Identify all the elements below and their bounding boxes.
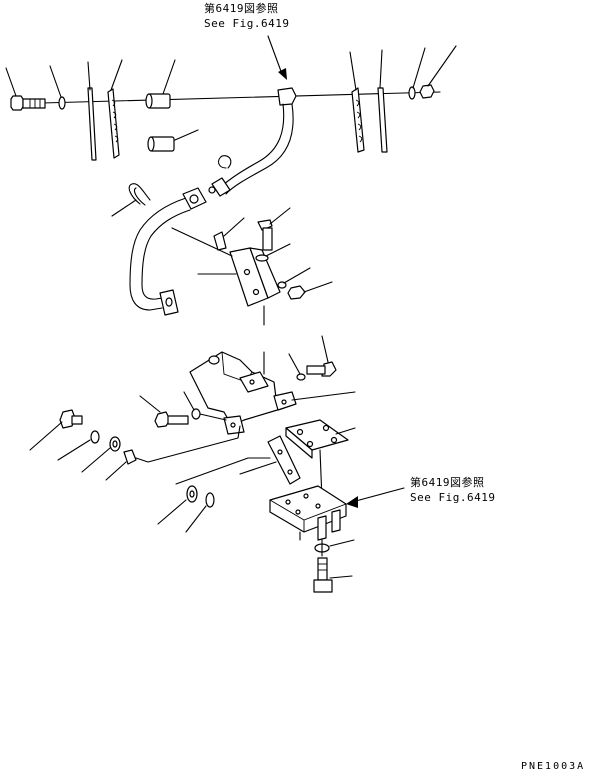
bolt-mid: [257, 219, 273, 251]
nut-mid: [287, 285, 306, 300]
plate-top-2: [107, 88, 120, 159]
ref-mid-jp: 第6419図参照: [410, 476, 485, 489]
plate-top-4: [377, 87, 388, 153]
bolt-lower-left: [139, 391, 227, 428]
leader-bracket-right: [291, 391, 356, 401]
small-bracket: [239, 435, 301, 485]
clip-mid: [213, 231, 227, 251]
pipe-assembly: [128, 183, 207, 316]
bottom-bracket: [269, 485, 347, 541]
drawing-code: PNE1003A: [521, 761, 586, 772]
bolt-lower-right: [288, 335, 337, 381]
hose-clip: [217, 155, 232, 169]
plate-top-3: [351, 87, 365, 153]
leader-ubolt: [111, 199, 137, 217]
washer-bottom: [314, 539, 355, 553]
leaders-mid: [197, 207, 333, 326]
ref-mid-en: See Fig.6419: [410, 491, 496, 504]
spacer-loose: [147, 136, 175, 152]
plate-top-1: [87, 87, 97, 161]
stack-left: [29, 409, 241, 481]
washer-top-right: [408, 86, 416, 100]
leaders-top: [5, 35, 457, 141]
washer-top-left: [58, 96, 66, 110]
ref-top-en: See Fig.6419: [204, 17, 290, 30]
bolt-bottom: [313, 539, 353, 593]
washers-lower-left: [157, 457, 271, 533]
main-bracket: [189, 351, 297, 435]
washer-mid: [255, 254, 269, 262]
hose: [208, 87, 297, 197]
mount-plate: [285, 419, 356, 501]
nut-top-right: [419, 84, 435, 99]
bolt-top-left: [10, 95, 46, 111]
ref-arrow-mid: [346, 487, 405, 508]
ref-top-jp: 第6419図参照: [204, 2, 279, 15]
spacer-top: [145, 93, 171, 109]
